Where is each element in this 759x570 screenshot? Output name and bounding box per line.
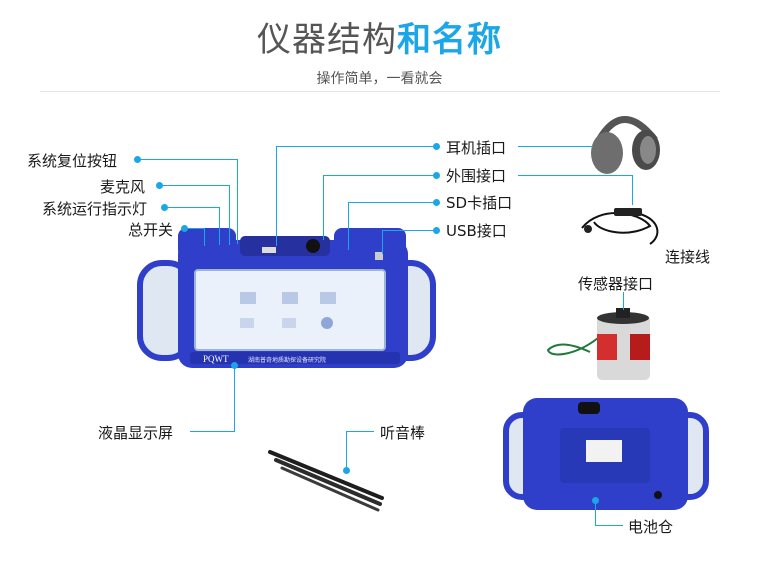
leader-reset-v <box>237 159 238 244</box>
cable-connector <box>614 208 642 216</box>
dot-rod <box>343 467 350 474</box>
leader-sd-v <box>348 202 349 250</box>
main-device-knob <box>306 239 320 253</box>
listening-rod-1 <box>268 450 384 500</box>
leader-rod-v <box>346 431 347 471</box>
leader-earphone-h <box>276 146 436 147</box>
screen-icon-2 <box>282 292 298 304</box>
label-earphone-jack: 耳机插口 <box>446 139 507 157</box>
main-device-bottom-strip <box>190 352 400 364</box>
label-reset-button: 系统复位按钮 <box>27 152 118 170</box>
dot-battery <box>592 497 599 504</box>
cable-tail <box>639 213 659 245</box>
divider <box>40 91 720 92</box>
headphones-right-pad <box>640 136 656 164</box>
leader-cable-h <box>518 175 633 176</box>
device-maker: 湖南普奇地质勘探设备研究院 <box>248 356 326 364</box>
label-sensor-port: 传感器接口 <box>578 275 654 293</box>
dot-lcd <box>231 362 238 369</box>
sensor-red-band-2 <box>630 334 650 360</box>
main-device-port <box>262 247 276 253</box>
screen-icon-3 <box>320 292 336 304</box>
sensor-body <box>597 315 650 380</box>
leader-peripheral-v <box>323 175 324 240</box>
page-title: 仪器结构和名称 <box>0 12 759 61</box>
dot-mic <box>156 182 163 189</box>
label-power-switch: 总开关 <box>128 221 174 239</box>
leader-battery-h <box>595 525 623 526</box>
dot-peripheral <box>433 172 440 179</box>
device-brand: PQWT <box>203 354 229 364</box>
sensor-wire <box>546 337 599 356</box>
leader-reset-h <box>138 159 238 160</box>
sensor-red-band <box>597 334 617 360</box>
label-cable: 连接线 <box>665 248 711 266</box>
label-lcd-screen: 液晶显示屏 <box>98 424 174 442</box>
cable-coil <box>581 212 652 234</box>
leader-power-v <box>204 228 205 246</box>
cable-plug <box>584 225 592 233</box>
dot-run <box>161 204 168 211</box>
sensor-cap <box>616 308 630 318</box>
leader-run-h <box>165 207 220 208</box>
leader-lcd-h <box>190 431 235 432</box>
main-device-usb <box>375 252 383 260</box>
leader-headphones <box>518 146 593 147</box>
back-device-connector <box>578 402 600 414</box>
dot-usb <box>433 227 440 234</box>
leader-earphone-v <box>276 146 277 246</box>
dot-power <box>181 225 188 232</box>
listening-rod-2 <box>274 458 382 506</box>
title-part2: 和名称 <box>397 20 502 60</box>
leader-sd-h <box>348 202 436 203</box>
headphones-left-cup <box>591 132 623 174</box>
label-peripheral-port: 外围接口 <box>446 167 507 185</box>
screen-icon-6 <box>321 317 333 329</box>
leader-run-v <box>219 207 220 245</box>
screen-icon-5 <box>282 318 296 328</box>
back-device-label <box>586 440 622 462</box>
label-microphone: 麦克风 <box>100 178 146 196</box>
leader-mic-v <box>229 185 230 245</box>
page-subtitle: 操作简单，一看就会 <box>316 71 443 87</box>
label-battery: 电池仓 <box>628 518 674 536</box>
screen-icon-4 <box>240 318 254 328</box>
leader-cable-v <box>632 175 633 205</box>
main-device-screen <box>194 269 386 351</box>
dot-sd <box>433 199 440 206</box>
leader-peripheral-h <box>323 175 436 176</box>
label-run-indicator: 系统运行指示灯 <box>42 200 148 218</box>
back-device-jack <box>654 491 662 499</box>
leader-lcd-v <box>234 365 235 431</box>
screen-icon-1 <box>240 292 256 304</box>
title-part1: 仪器结构 <box>257 20 397 60</box>
label-sd-slot: SD卡插口 <box>446 194 513 212</box>
leader-usb-h <box>382 230 436 231</box>
dot-earphone <box>433 143 440 150</box>
label-listening-rod: 听音棒 <box>380 424 426 442</box>
label-usb-port: USB接口 <box>446 222 507 240</box>
leader-battery-v <box>595 500 596 525</box>
listening-rod-3 <box>280 466 380 512</box>
dot-reset <box>134 156 141 163</box>
leader-rod-h <box>346 431 374 432</box>
leader-sensor <box>623 292 624 310</box>
leader-usb-v <box>382 230 383 254</box>
leader-power-h <box>185 228 205 229</box>
leader-mic-h <box>160 185 230 186</box>
